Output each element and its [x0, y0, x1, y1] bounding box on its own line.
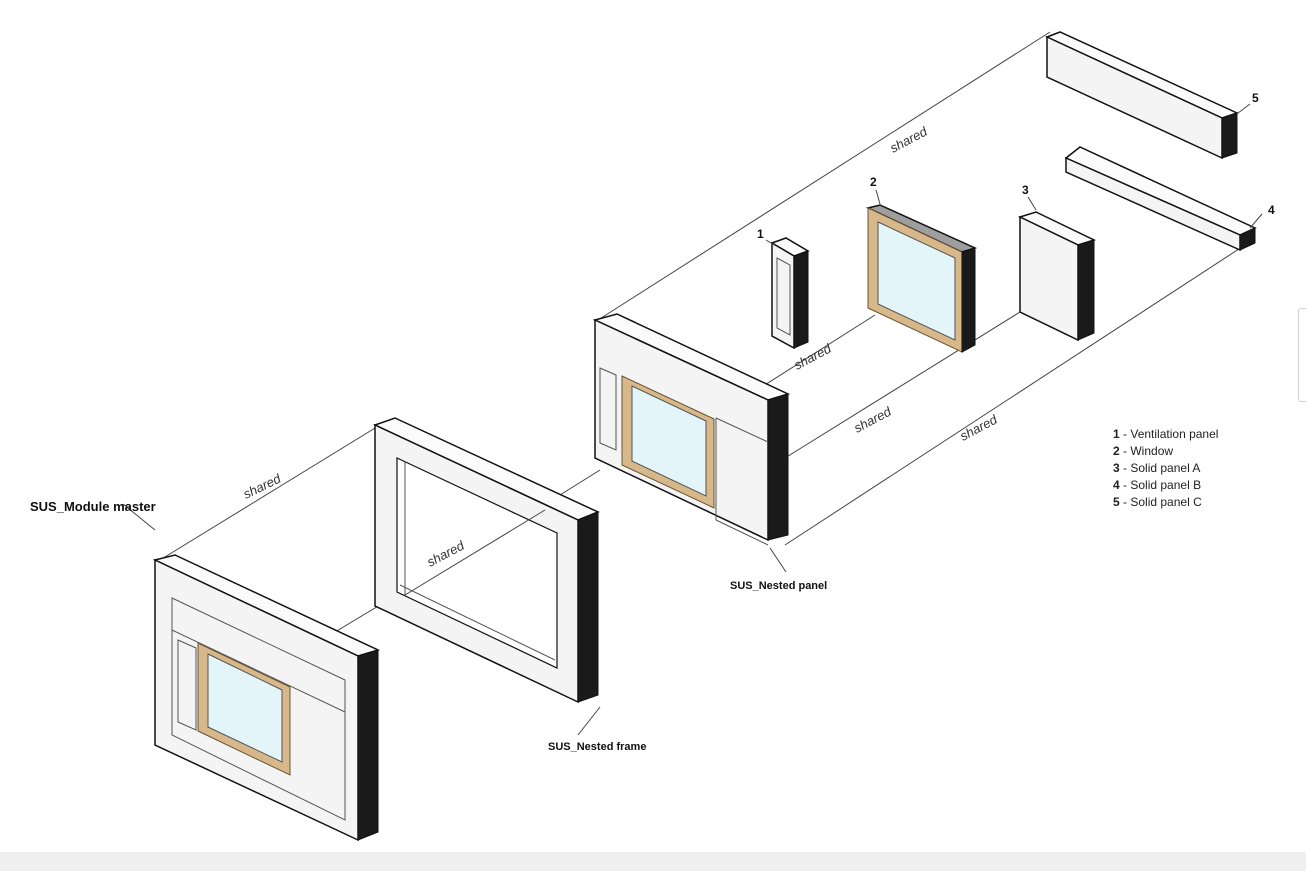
- component-1-ventilation-panel: [770, 237, 810, 350]
- legend-item-5: 5 - Solid panel C: [1113, 495, 1202, 509]
- label-nested-frame: SUS_Nested frame: [548, 741, 646, 753]
- component-number-3: 3: [1022, 183, 1029, 197]
- legend-item-1: 1 - Ventilation panel: [1113, 427, 1218, 441]
- nested-panel: [592, 313, 791, 546]
- component-5-solid-panel-c: [1045, 31, 1240, 160]
- component-number-4: 4: [1268, 203, 1275, 217]
- number-leaders: [765, 103, 1263, 247]
- bottom-bar: [0, 852, 1306, 871]
- shared-label-3: shared: [887, 123, 930, 155]
- label-nested-panel: SUS_Nested panel: [730, 580, 827, 592]
- legend-item-2: 2 - Window: [1113, 444, 1173, 458]
- legend-item-4: 4 - Solid panel B: [1113, 478, 1201, 492]
- component-number-2: 2: [870, 175, 877, 189]
- shared-label-5: shared: [851, 403, 894, 435]
- shared-label-6: shared: [957, 411, 1000, 443]
- component-4-solid-panel-b: [1064, 146, 1257, 252]
- component-3-solid-panel-a: [1017, 211, 1097, 342]
- component-2-window: [865, 204, 978, 353]
- legend: 1 - Ventilation panel 2 - Window 3 - Sol…: [1113, 427, 1218, 509]
- component-number-5: 5: [1252, 91, 1259, 105]
- component-number-1: 1: [757, 227, 764, 241]
- legend-item-3: 3 - Solid panel A: [1113, 461, 1200, 475]
- module-master: [152, 554, 381, 842]
- nested-frame: [373, 417, 600, 704]
- label-module-master: SUS_Module master: [30, 499, 156, 514]
- side-tab[interactable]: [1298, 308, 1306, 402]
